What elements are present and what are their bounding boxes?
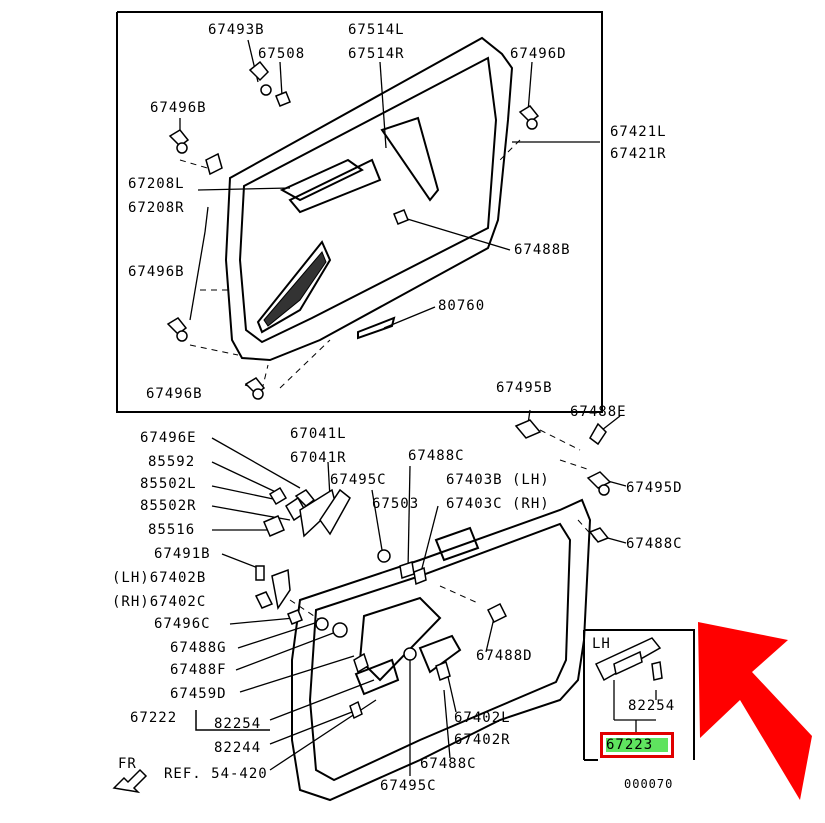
label-67041R: 67041R (290, 450, 347, 466)
inset-switch-panel (594, 637, 663, 682)
upper-frame (116, 11, 603, 413)
label-inset-82254: 82254 (628, 698, 676, 714)
label-67496E: 67496E (140, 430, 197, 446)
label-82254: 82254 (214, 716, 262, 732)
lower-clips (254, 419, 612, 720)
label-67402C: (RH)67402C (112, 594, 207, 610)
label-67222: 67222 (130, 710, 178, 726)
label-67508: 67508 (258, 46, 306, 62)
label-67503: 67503 (372, 496, 420, 512)
label-67488F: 67488F (170, 662, 227, 678)
label-67403C: 67403C (RH) (446, 496, 550, 512)
label-80760: 80760 (438, 298, 486, 314)
label-67488C-top: 67488C (408, 448, 465, 464)
label-67496D: 67496D (510, 46, 567, 62)
label-diagram-code: 000070 (624, 777, 674, 791)
label-fr: FR (118, 756, 137, 772)
label-67488C-right: 67488C (626, 536, 683, 552)
label-67402L: 67402L (454, 710, 511, 726)
fr-arrow (112, 768, 148, 794)
label-67402B: (LH)67402B (112, 570, 207, 586)
label-67459D: 67459D (170, 686, 227, 702)
label-67421L: 67421L (610, 124, 667, 140)
label-67495C-top: 67495C (330, 472, 387, 488)
label-67514R: 67514R (348, 46, 405, 62)
label-67496C: 67496C (154, 616, 211, 632)
lower-door-trim-panel (291, 498, 592, 802)
label-67495C-bottom: 67495C (380, 778, 437, 794)
label-85502L: 85502L (140, 476, 197, 492)
label-67495D: 67495D (626, 480, 683, 496)
label-67496B-mid: 67496B (128, 264, 185, 280)
upper-clips (166, 60, 540, 400)
label-67403B: 67403B (LH) (446, 472, 550, 488)
label-67488C-bottom: 67488C (420, 756, 477, 772)
label-67495B: 67495B (496, 380, 553, 396)
label-67488D: 67488D (476, 648, 533, 664)
label-67208L: 67208L (128, 176, 185, 192)
highlight-fill (606, 738, 668, 752)
red-pointer-arrow (698, 622, 812, 800)
label-67496B-bottom: 67496B (146, 386, 203, 402)
label-67488B: 67488B (514, 242, 571, 258)
label-67223-highlighted: 67223 (606, 737, 654, 753)
label-67514L: 67514L (348, 22, 405, 38)
label-67421R: 67421R (610, 146, 667, 162)
highlighted-part-box (600, 732, 674, 758)
label-67208R: 67208R (128, 200, 185, 216)
label-inset-lh: LH (592, 636, 611, 652)
lower-leader-lines (211, 409, 627, 776)
label-67488E: 67488E (570, 404, 627, 420)
label-82244: 82244 (214, 740, 262, 756)
lower-bracket-line (195, 710, 270, 731)
inset-box (583, 629, 695, 761)
label-67491B: 67491B (154, 546, 211, 562)
label-67041L: 67041L (290, 426, 347, 442)
upper-door-trim-panel (224, 36, 514, 362)
label-67402R: 67402R (454, 732, 511, 748)
label-85502R: 85502R (140, 498, 197, 514)
label-85516: 85516 (148, 522, 196, 538)
label-67493B: 67493B (208, 22, 265, 38)
label-ref: REF. 54-420 (164, 766, 268, 782)
speaker-grille (263, 251, 327, 327)
inset-leaders (613, 680, 657, 732)
label-67488G: 67488G (170, 640, 227, 656)
label-67496B-top: 67496B (150, 100, 207, 116)
label-85592: 85592 (148, 454, 196, 470)
